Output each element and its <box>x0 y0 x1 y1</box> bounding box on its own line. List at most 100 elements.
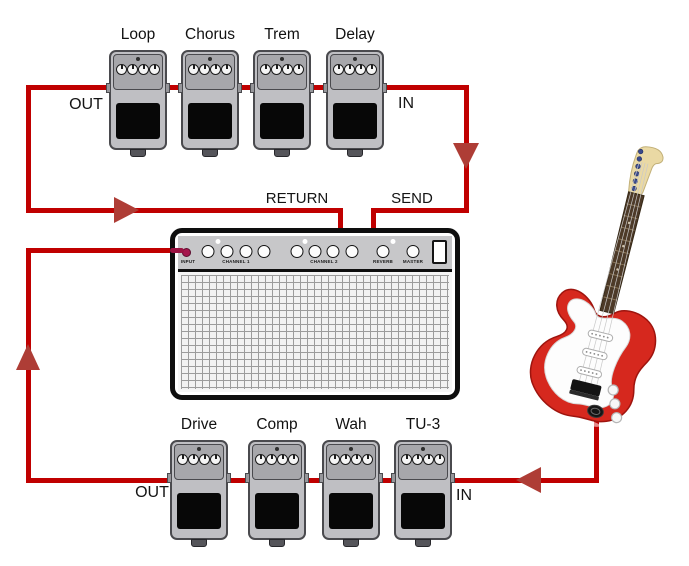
pedal-control-panel <box>113 54 163 90</box>
knob-icon <box>277 454 288 465</box>
guitar-strings <box>578 161 649 386</box>
amplifier: INPUT CHANNEL 1 CHANNEL 2 REVERB MASTER <box>170 228 460 400</box>
amp-knob-icon <box>239 245 253 258</box>
input-jack-icon <box>304 473 309 483</box>
footswitch <box>329 493 373 529</box>
led-icon <box>208 57 212 61</box>
amp-knob-icon <box>406 245 420 258</box>
amp-knob-icon <box>220 245 234 258</box>
knob-icon <box>266 454 277 465</box>
cable-top-chain <box>26 85 469 90</box>
amp-knob-icon <box>326 245 340 258</box>
pedal-control-panel <box>185 54 235 90</box>
led-icon <box>136 57 140 61</box>
guitar-headstock <box>628 146 664 197</box>
input-jack-icon <box>450 473 455 483</box>
guitar-output-jack-icon <box>587 404 604 418</box>
knob-icon <box>401 454 412 465</box>
knob-icon <box>260 64 271 75</box>
pedal-label: Drive <box>180 416 218 433</box>
knob-icon <box>362 454 373 465</box>
led-icon <box>349 447 353 451</box>
bottom-chain-out-label: OUT <box>135 484 169 501</box>
electric-guitar <box>529 146 664 427</box>
knob-row <box>255 454 299 465</box>
knob-icon <box>149 64 160 75</box>
amp-knob-icon <box>201 245 215 258</box>
knob-icon <box>340 454 351 465</box>
battery-tab <box>269 539 285 547</box>
amp-led-icon <box>390 239 396 244</box>
output-jack-icon <box>250 83 255 93</box>
knob-icon <box>333 64 344 75</box>
knob-icon <box>423 454 434 465</box>
amp-channel2-label: CHANNEL 2 <box>310 259 338 264</box>
top-chain-in-label: IN <box>398 95 414 112</box>
output-jack-icon <box>106 83 111 93</box>
led-icon <box>275 447 279 451</box>
knob-icon <box>177 454 188 465</box>
output-jack-icon <box>167 473 172 483</box>
knob-icon <box>434 454 445 465</box>
knob-row <box>177 454 221 465</box>
amp-send-label: SEND <box>391 190 433 207</box>
knob-row <box>329 454 373 465</box>
knob-icon <box>355 64 366 75</box>
cable-amp-input-horizontal <box>26 248 174 253</box>
knob-icon <box>221 64 232 75</box>
battery-tab <box>347 149 363 157</box>
cable-bottom-chain <box>26 478 599 483</box>
pedal-label: Chorus <box>185 26 235 43</box>
amp-speaker-grille <box>178 272 452 392</box>
knob-icon <box>210 64 221 75</box>
output-jack-icon <box>319 473 324 483</box>
pedal-control-panel <box>257 54 307 90</box>
output-jack-icon <box>178 83 183 93</box>
knob-icon <box>288 454 299 465</box>
knob-icon <box>116 64 127 75</box>
output-jack-icon <box>245 473 250 483</box>
cable-return-horizontal <box>26 208 343 213</box>
signal-arrow-up-icon <box>16 344 40 370</box>
battery-tab <box>274 149 290 157</box>
amp-knob-icon <box>308 245 322 258</box>
knob-icon <box>138 64 149 75</box>
pedal-control-panel <box>326 444 376 480</box>
amp-input-plug <box>170 248 184 253</box>
pedal-body <box>250 50 314 150</box>
guitar-tuners-icon <box>631 148 644 192</box>
pedal-label: Loop <box>120 26 156 43</box>
knob-icon <box>271 64 282 75</box>
knob-row <box>333 64 377 75</box>
amp-led-icon <box>302 239 308 244</box>
knob-icon <box>188 454 199 465</box>
input-jack-icon <box>382 83 387 93</box>
pedal-body <box>106 50 170 150</box>
cable-left-upper-vertical <box>26 85 31 213</box>
knob-icon <box>293 64 304 75</box>
pedal-body <box>391 440 455 540</box>
amp-knob-icon <box>345 245 359 258</box>
pedal-body <box>319 440 383 540</box>
footswitch <box>255 493 299 529</box>
knob-icon <box>188 64 199 75</box>
battery-tab <box>191 539 207 547</box>
footswitch <box>116 103 160 139</box>
fret-marker <box>616 268 619 271</box>
signal-arrow-down-icon <box>453 143 479 169</box>
led-icon <box>197 447 201 451</box>
battery-tab <box>343 539 359 547</box>
fret-marker <box>622 244 625 248</box>
amp-knob-icon <box>257 245 271 258</box>
pedal-label: Comp <box>256 416 298 433</box>
knob-row <box>188 64 232 75</box>
guitar-control-knobs <box>607 384 623 424</box>
input-jack-icon <box>378 473 383 483</box>
pedal-control-panel <box>252 444 302 480</box>
amp-led-icon <box>215 239 221 244</box>
pedal-control-panel <box>398 444 448 480</box>
pedal-body <box>245 440 309 540</box>
input-jack-icon <box>165 83 170 93</box>
footswitch <box>177 493 221 529</box>
